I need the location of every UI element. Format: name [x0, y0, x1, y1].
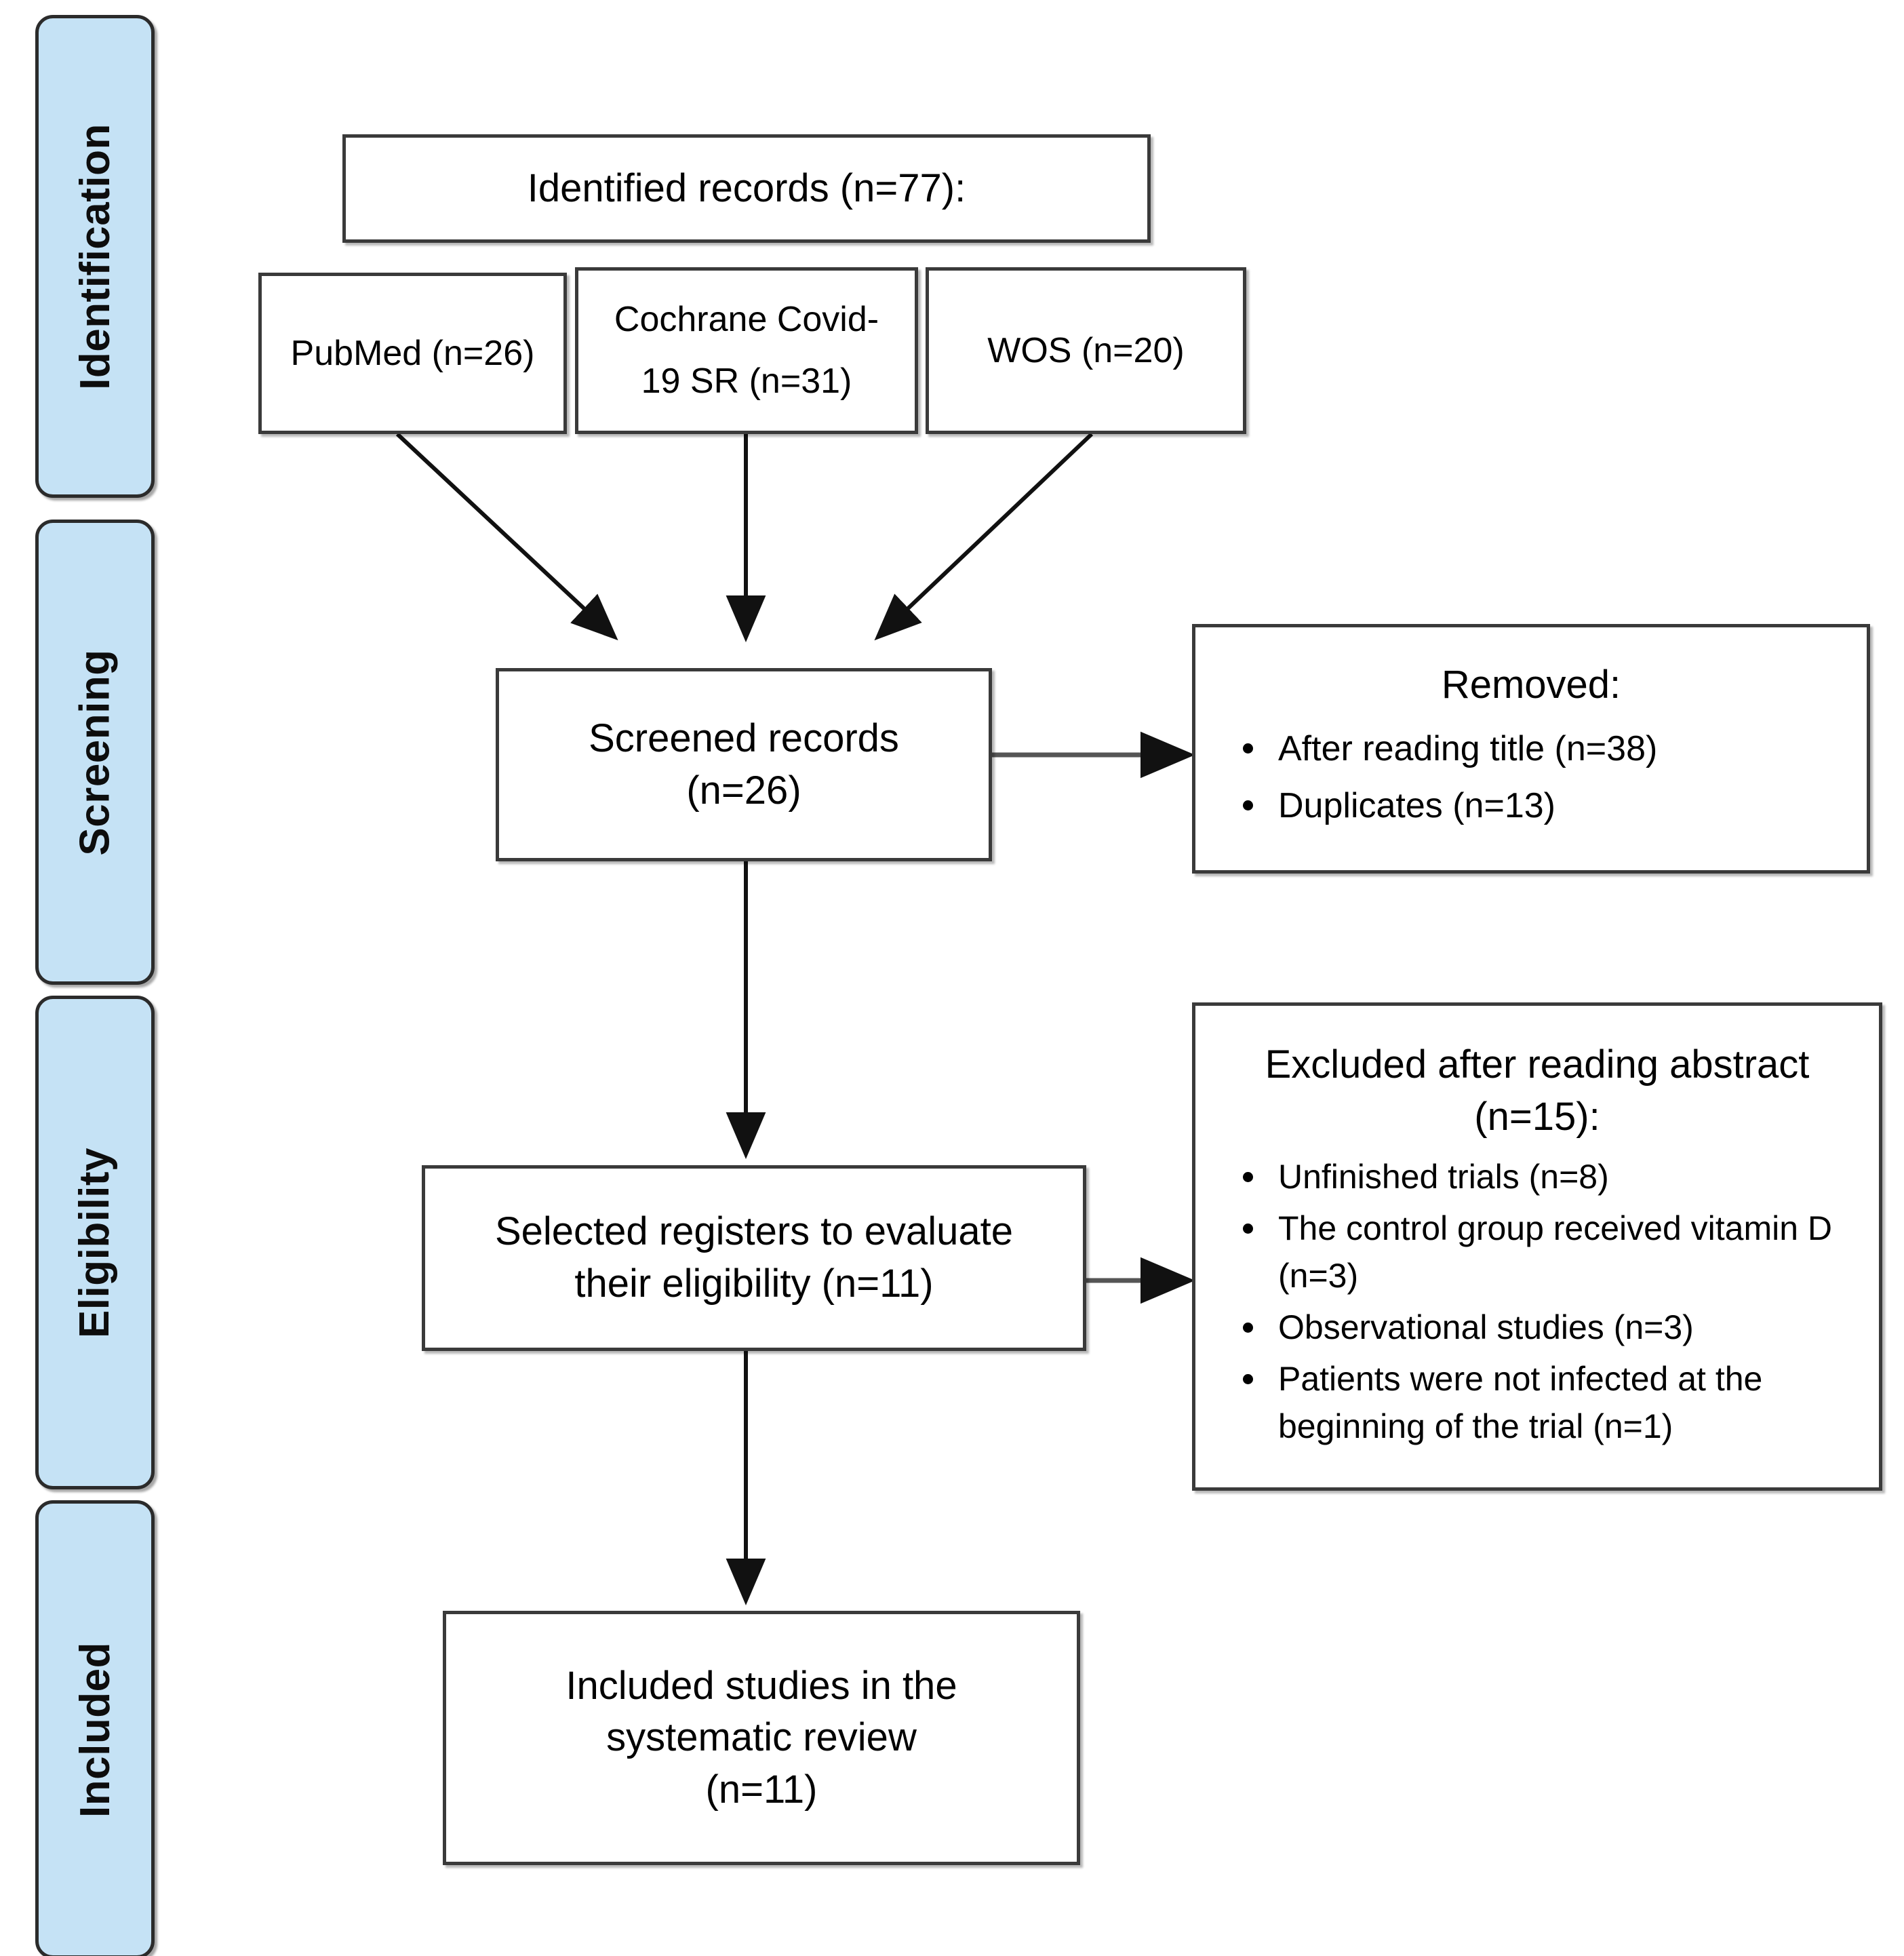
stage-label-included: Included	[71, 1641, 119, 1818]
removed-list: After reading title (n=38) Duplicates (n…	[1213, 718, 1849, 838]
selected-registers-line-2: their eligibility (n=11)	[574, 1261, 934, 1306]
list-item: The control group received vitamin D (n=…	[1243, 1205, 1861, 1299]
included-studies-line-1: Included studies in the	[566, 1663, 957, 1708]
removed-title: Removed:	[1441, 663, 1621, 707]
source-pubmed-line-1: PubMed (n=26)	[290, 333, 535, 373]
screened-records-line-2: (n=26)	[686, 768, 801, 813]
box-source-pubmed: PubMed (n=26)	[258, 273, 567, 434]
box-selected-registers: Selected registers to evaluate their eli…	[422, 1165, 1086, 1351]
selected-registers-line-1: Selected registers to evaluate	[494, 1209, 1014, 1254]
box-excluded-after-abstract: Excluded after reading abstract (n=15): …	[1192, 1002, 1882, 1491]
box-source-wos: WOS (n=20)	[926, 267, 1246, 434]
source-cochrane-line-2: 19 SR (n=31)	[641, 361, 852, 401]
stage-pill-included: Included	[35, 1500, 155, 1956]
included-studies-line-3: (n=11)	[705, 1767, 818, 1812]
list-item: Patients were not infected at the beginn…	[1243, 1355, 1861, 1450]
arrow-pubmed-to-screened	[395, 432, 618, 641]
box-removed: Removed: After reading title (n=38) Dupl…	[1192, 624, 1870, 874]
included-studies-line-2: systematic review	[606, 1715, 917, 1760]
stage-pill-identification: Identification	[35, 15, 155, 498]
box-identified-records: Identified records (n=77):	[342, 134, 1151, 243]
excluded-list: Unfinished trials (n=8) The control grou…	[1213, 1149, 1861, 1454]
source-wos-line-1: WOS (n=20)	[987, 330, 1185, 370]
list-item: Observational studies (n=3)	[1243, 1304, 1861, 1351]
list-item: Unfinished trials (n=8)	[1243, 1153, 1861, 1200]
stage-label-screening: Screening	[71, 648, 119, 856]
box-included-studies: Included studies in the systematic revie…	[443, 1611, 1080, 1865]
excluded-title-line-2: (n=15):	[1474, 1095, 1600, 1139]
arrow-wos-to-screened	[874, 432, 1094, 641]
stage-label-identification: Identification	[71, 123, 119, 390]
box-screened-records: Screened records (n=26)	[496, 668, 992, 861]
list-item: After reading title (n=38)	[1243, 724, 1849, 775]
stage-pill-screening: Screening	[35, 520, 155, 985]
stage-pill-eligibility: Eligibility	[35, 996, 155, 1489]
stage-label-eligibility: Eligibility	[71, 1147, 119, 1338]
excluded-title-line-1: Excluded after reading abstract	[1265, 1042, 1810, 1087]
list-item: Duplicates (n=13)	[1243, 781, 1849, 832]
box-source-cochrane: Cochrane Covid- 19 SR (n=31)	[575, 267, 918, 434]
source-cochrane-line-1: Cochrane Covid-	[614, 300, 879, 340]
identified-records-line-1: Identified records (n=77):	[527, 165, 966, 210]
screened-records-line-1: Screened records	[589, 716, 899, 760]
